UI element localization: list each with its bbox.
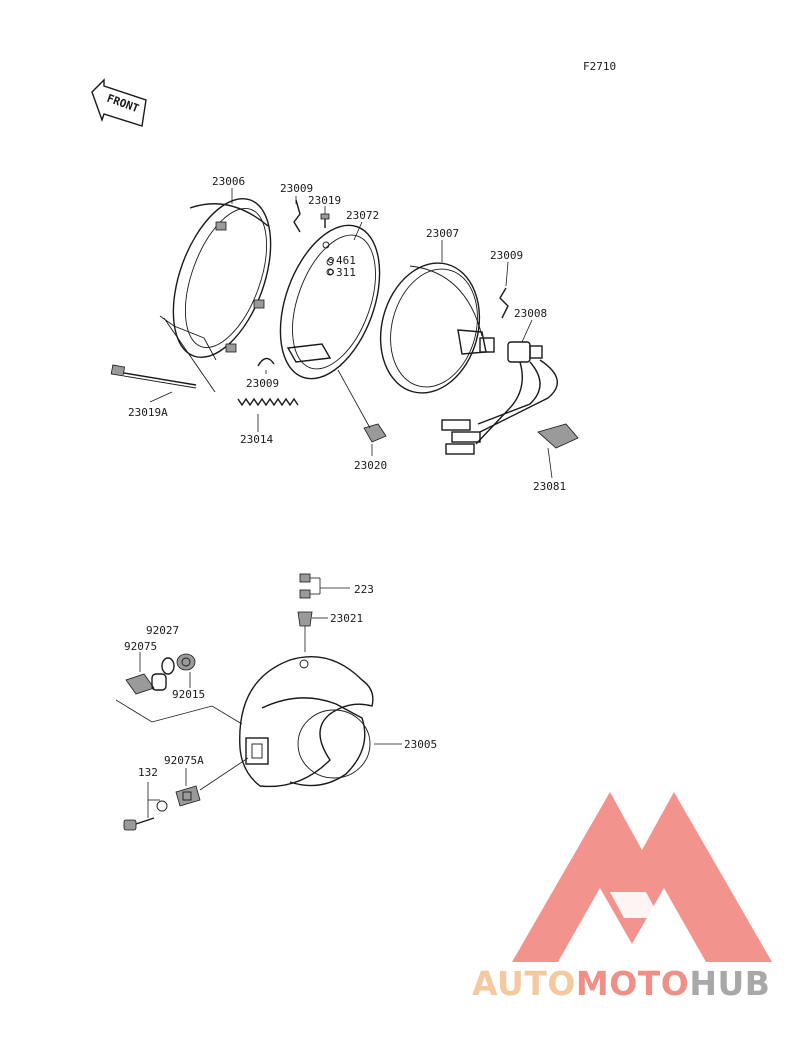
- long-bolt: [110, 364, 197, 389]
- label-92075: 92075: [124, 640, 157, 653]
- figure-code: F2710: [583, 60, 616, 73]
- label-23009-c: 23009: [246, 377, 279, 390]
- washer-311-icon: [328, 269, 334, 275]
- rubber-boot: [537, 423, 579, 449]
- label-223: 223: [354, 583, 374, 596]
- label-23006: 23006: [212, 175, 245, 188]
- spring-clip-lower: [257, 357, 275, 367]
- bulb-socket-92075: [125, 652, 167, 695]
- watermark-logo-icon: [512, 792, 772, 962]
- label-23014: 23014: [240, 433, 273, 446]
- label-23072: 23072: [346, 209, 379, 222]
- watermark-text: AUTOMOTOHUB: [472, 964, 770, 1003]
- bolt-132: [123, 782, 160, 831]
- washer-461-icon: [328, 257, 334, 263]
- label-23008: 23008: [514, 307, 547, 320]
- watermark-auto: AUTO: [472, 964, 576, 1003]
- label-23007: 23007: [426, 227, 459, 240]
- washer-icon: [156, 800, 168, 812]
- label-92015: 92015: [172, 688, 205, 701]
- bulb-92027: [161, 657, 175, 675]
- label-23021: 23021: [330, 612, 363, 625]
- watermark-moto: MOTO: [576, 964, 689, 1003]
- label-23005: 23005: [404, 738, 437, 751]
- label-23009-a: 23009: [280, 182, 313, 195]
- label-311: 311: [336, 266, 356, 279]
- rubber-washer-92075A: [175, 757, 249, 807]
- headlight-unit: [379, 262, 495, 394]
- socket-harness: [441, 341, 558, 455]
- adjust-spring: [237, 397, 299, 407]
- spring-clip-top: [293, 199, 301, 233]
- label-461: 461: [336, 254, 356, 267]
- screws-223: [299, 573, 350, 599]
- headlight-rim: [159, 197, 272, 393]
- label-132: 132: [138, 766, 158, 779]
- label-23020: 23020: [354, 459, 387, 472]
- front-arrow-icon: FRONT: [91, 78, 147, 127]
- label-92075A: 92075A: [164, 754, 204, 767]
- grommet-92015: [176, 653, 196, 688]
- leader-socket-to-housing: [115, 699, 243, 725]
- label-23019A: 23019A: [128, 406, 168, 419]
- label-23019: 23019: [308, 194, 341, 207]
- label-92027: 92027: [146, 624, 179, 637]
- front-label: FRONT: [105, 92, 141, 116]
- label-23009-b: 23009: [490, 249, 523, 262]
- grommet-23021: [297, 611, 328, 652]
- screw-23019: [320, 213, 330, 228]
- spring-clip-right: [499, 287, 509, 319]
- nut-23020: [337, 369, 387, 443]
- label-23081: 23081: [533, 480, 566, 493]
- headlight-housing: [239, 656, 374, 788]
- watermark-hub: HUB: [689, 964, 770, 1003]
- mounting-ring: [279, 224, 381, 380]
